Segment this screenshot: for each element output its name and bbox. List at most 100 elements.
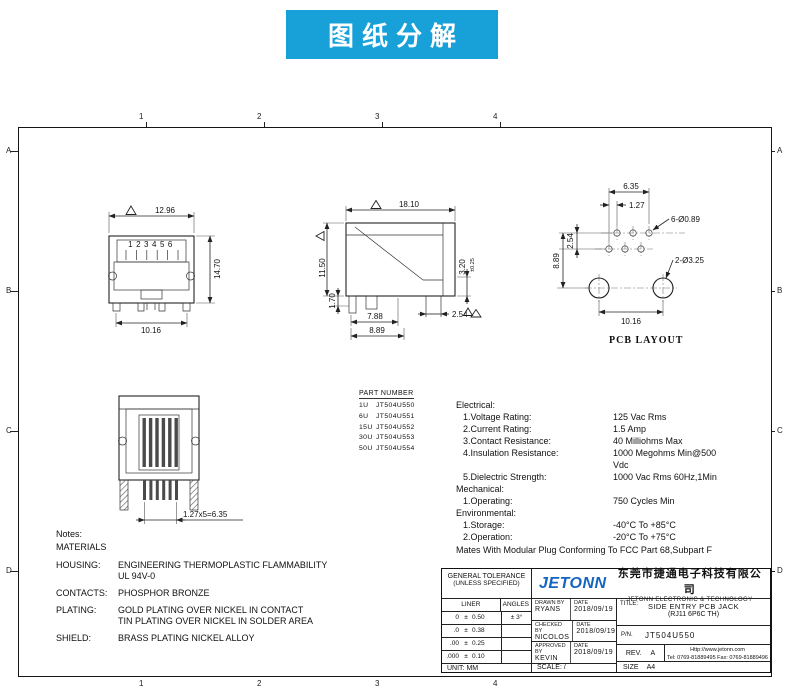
- drawing-title-cell: TITLE: SIDE ENTRY PCB JACK (RJ11 6P6C TH…: [617, 599, 770, 626]
- connector-side-body: [345, 222, 456, 297]
- company-header: JETONN 东莞市捷通电子科技有限公司 JETONN ELECTRONIC &…: [532, 568, 770, 603]
- shield-dimple: [108, 271, 117, 281]
- part-table-header: PART NUMBER: [359, 390, 414, 399]
- dim-pcb-height: 8.89: [552, 232, 588, 289]
- notes-block: Notes: MATERIALS HOUSING: ENGINEERING TH…: [56, 528, 366, 644]
- dim-bottom-pitch: 1.27x5=6.35: [136, 502, 243, 524]
- tolerance-header-row: LINER ANGLES: [442, 599, 531, 612]
- svg-text:2-Ø3.25: 2-Ø3.25: [675, 256, 704, 265]
- svg-text:2.54: 2.54: [566, 233, 575, 249]
- mounting-hole: [652, 277, 674, 299]
- latch-slot: [140, 289, 163, 300]
- dim-side-span-a: 7.88: [350, 298, 399, 326]
- solder-tails: [143, 480, 178, 500]
- svg-text:7.88: 7.88: [367, 312, 383, 321]
- svg-text:2.54: 2.54: [452, 310, 468, 319]
- spec-row: 3.Contact Resistance:40 Milliohms Max: [463, 436, 683, 446]
- zone-col-label: 2: [257, 679, 262, 688]
- note-row: PLATING: GOLD PLATING OVER NICKEL IN CON…: [56, 605, 314, 626]
- tolerance-row: .0±0.38: [442, 625, 531, 638]
- scale-cell: SCALE: /: [537, 664, 566, 672]
- connector-rear-body: [118, 395, 200, 481]
- zone-col-label: 2: [257, 112, 262, 121]
- zone-row-label: D: [6, 566, 12, 575]
- note-row: HOUSING: ENGINEERING THERMOPLASTIC FLAMM…: [56, 560, 328, 581]
- zone-col-label: 1: [139, 679, 144, 688]
- revision-row: REV.A Http://www.jetonn.com Tel: 0769-81…: [617, 645, 770, 662]
- svg-text:14.70: 14.70: [213, 258, 222, 279]
- mates-note: Mates With Modular Plug Conforming To FC…: [456, 545, 712, 555]
- svg-text:12.96: 12.96: [155, 206, 176, 215]
- dim-front-height: 14.70: [196, 235, 222, 304]
- zone-col-label: 4: [493, 112, 498, 121]
- contact-hole: [637, 245, 645, 253]
- svg-text:10.16: 10.16: [141, 326, 162, 335]
- spec-row: 2.Operation:-20°C To +75°C: [463, 532, 676, 542]
- zone-tick: [10, 571, 19, 572]
- company-name-cn: 东莞市捷通电子科技有限公司: [617, 567, 762, 596]
- bottom-view: 1.27x5=6.35: [118, 395, 243, 524]
- side-view: 18.10 11.50 3.20 ±0.25: [315, 199, 482, 340]
- notes-title: Notes:: [56, 529, 83, 539]
- note-row: CONTACTS: PHOSPHOR BRONZE: [56, 588, 210, 598]
- contact-hole: [605, 245, 613, 253]
- svg-text:10.16: 10.16: [621, 317, 642, 326]
- pin-numbers-label: 123456: [128, 240, 176, 249]
- spec-row: 2.Current Rating:1.5 Amp: [463, 424, 647, 434]
- jetonn-logo: JETONN: [539, 574, 607, 592]
- drawing-sheet: 123456 12.96 14.70: [18, 127, 772, 677]
- spec-row: 1.Operating:750 Cycles Min: [463, 496, 675, 506]
- unit-cell: UNIT: MM: [447, 664, 479, 672]
- mounting-feet: [112, 302, 191, 312]
- tolerance-row: .00±0.25: [442, 638, 531, 651]
- front-view: 123456 12.96 14.70: [108, 205, 222, 335]
- tolerance-column: GENERAL TOLERANCE (UNLESS SPECIFIED) LIN…: [442, 569, 532, 672]
- zone-tick: [264, 122, 265, 131]
- spec-section-title: Electrical:: [456, 400, 496, 410]
- zone-row-label: B: [6, 286, 12, 295]
- note-row: SHIELD: BRASS PLATING NICKEL ALLOY: [56, 633, 255, 643]
- zone-tick: [500, 122, 501, 131]
- svg-text:11.50: 11.50: [318, 258, 327, 278]
- tolerance-row: 0±0.50± 3°: [442, 612, 531, 625]
- banner-title: 图纸分解: [327, 21, 464, 51]
- zone-col-label: 4: [493, 679, 498, 688]
- zone-col-label: 1: [139, 112, 144, 121]
- svg-text:6.35: 6.35: [623, 182, 639, 191]
- revision-triangle-icon: [315, 230, 325, 242]
- callout-mounting-holes: 2-Ø3.25: [665, 256, 704, 279]
- svg-text:8.89: 8.89: [552, 253, 561, 269]
- zone-tick: [10, 431, 19, 432]
- revision-value: A: [650, 649, 656, 657]
- spec-section-title: Environmental:: [456, 508, 517, 518]
- shield-tab: [119, 479, 129, 511]
- materials-title: MATERIALS: [56, 542, 107, 552]
- dim-side-leg: 1.70: [328, 288, 349, 314]
- svg-text:±0.25: ±0.25: [470, 258, 476, 272]
- revision-triangle-icon: [462, 307, 474, 316]
- dim-side-span-c: 8.89: [350, 326, 405, 340]
- company-website: Http://www.jetonn.com: [690, 647, 745, 653]
- zone-tick: [382, 122, 383, 131]
- zone-col-label: 3: [375, 679, 380, 688]
- dim-pcb-pitch: 1.27: [600, 201, 645, 226]
- connector-front-body: [108, 235, 195, 304]
- pcb-layout-label: PCB LAYOUT: [609, 335, 683, 346]
- drawing-title: SIDE ENTRY PCB JACK: [647, 602, 740, 611]
- general-tolerance-cell: GENERAL TOLERANCE (UNLESS SPECIFIED): [442, 569, 531, 599]
- company-name-en: JETONN ELECTRONIC & TECHNOLOGY: [627, 596, 753, 603]
- size-cell: SIZE A4: [623, 663, 656, 671]
- shield-dimple: [118, 436, 127, 446]
- zone-row-label: C: [6, 426, 12, 435]
- pcb-layout-view: 6.35 1.27 2.54 8.: [552, 182, 704, 346]
- dim-side-right: 3.20 ±0.25: [457, 258, 476, 316]
